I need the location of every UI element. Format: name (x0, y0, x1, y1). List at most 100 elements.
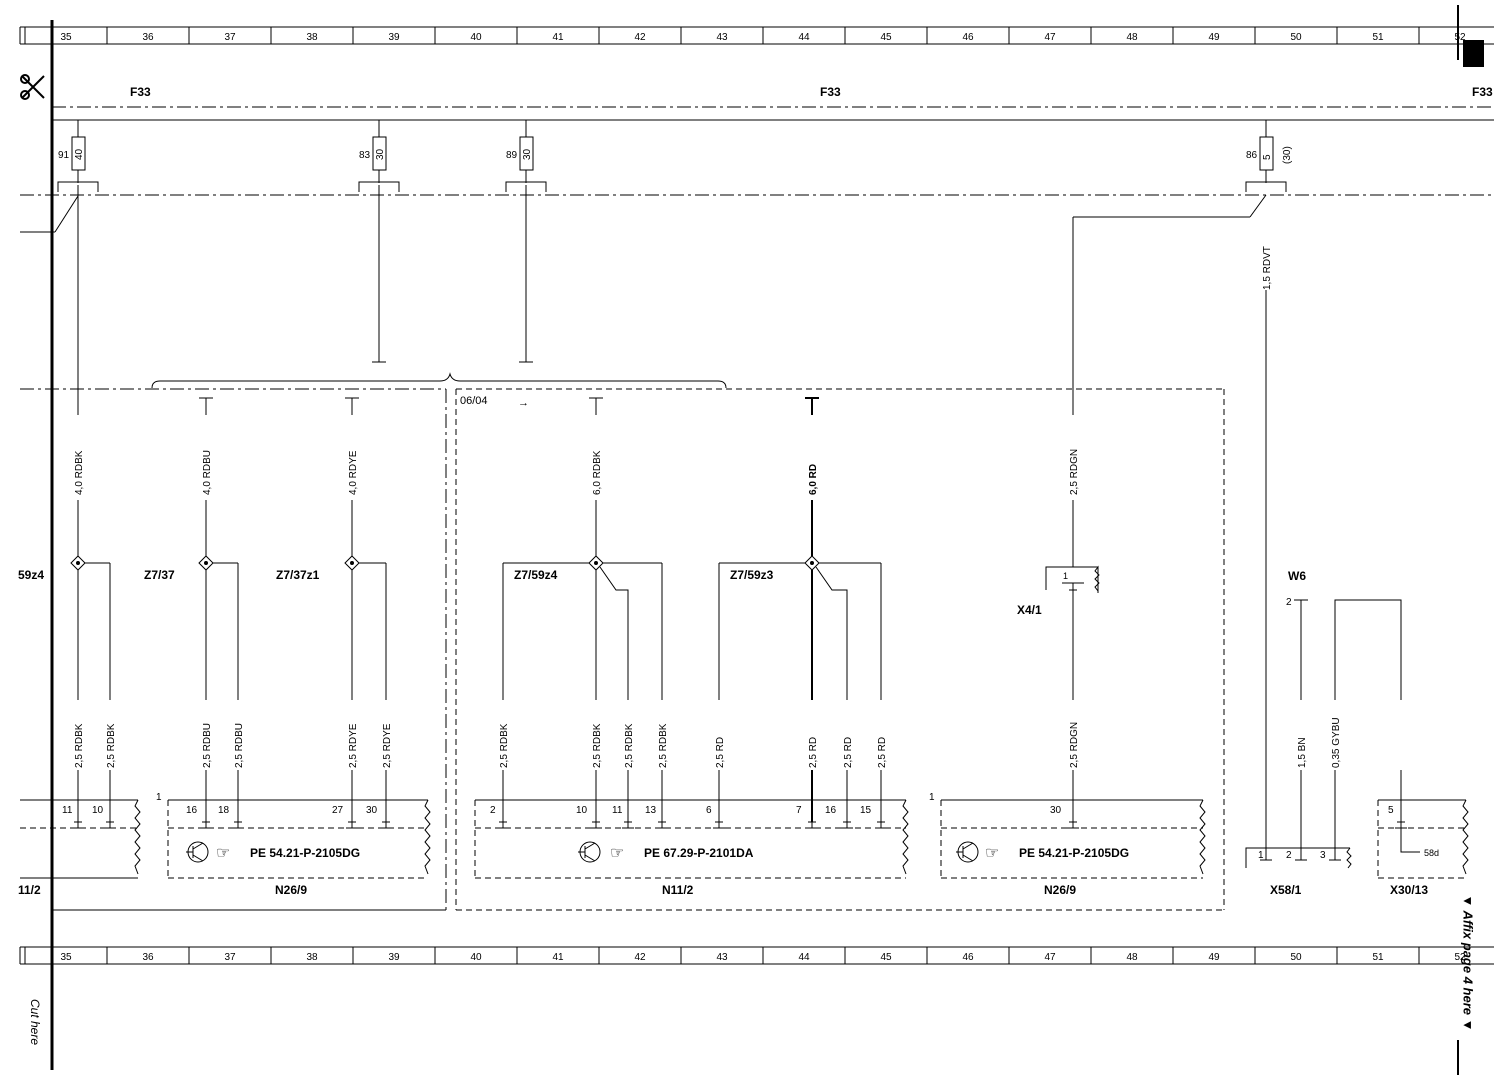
ruler-bottom-45: 45 (880, 952, 892, 963)
connector-x58-label: X58/1 (1270, 883, 1302, 897)
ruler-bottom-52: 52 (1454, 952, 1466, 963)
wire-label-lower: 2,5 RDBK (658, 723, 669, 768)
ruler-bottom-44: 44 (798, 952, 810, 963)
fuse-number: 83 (359, 150, 371, 161)
ruler-bottom-37: 37 (224, 952, 236, 963)
ruler-top-50: 50 (1290, 32, 1302, 43)
ruler-bottom-43: 43 (716, 952, 728, 963)
splice-z7-37 (198, 555, 239, 700)
splice-59z4 (70, 555, 111, 700)
ruler-top-52: 52 (1454, 32, 1466, 43)
wire-label-lower: 0,35 GYBU (1331, 717, 1342, 768)
component-name: N26/9 (1044, 883, 1076, 897)
w6-label: W6 (1288, 569, 1306, 583)
ruler-bottom-35: 35 (60, 952, 72, 963)
ruler-top-47: 47 (1044, 32, 1056, 43)
ruler-top-38: 38 (306, 32, 318, 43)
component-ref: PE 54.21-P-2105DG (1019, 846, 1129, 860)
ruler-bottom-41: 41 (552, 952, 564, 963)
box-mark: 1 (156, 792, 162, 803)
wire-label-lower: 2,5 RDYE (348, 723, 359, 768)
pin-number: 10 (576, 805, 588, 816)
pin-number: 15 (860, 805, 872, 816)
component-name: N11/2 (662, 883, 694, 897)
splice-label: Z7/59z4 (514, 568, 558, 582)
pin-number: 2 (1286, 850, 1292, 861)
wire-label-lower: 2,5 RDBK (74, 723, 85, 768)
pin-number: 5 (1388, 805, 1394, 816)
fuse-number: 89 (506, 150, 518, 161)
cut-here-label: Cut here (28, 998, 43, 1046)
wire-label-lower: 2,5 RDGN (1069, 722, 1080, 768)
ruler-bottom-48: 48 (1126, 952, 1138, 963)
wire-label-lower: 2,5 RDBK (499, 723, 510, 768)
wire-label-upper: 1,5 RDVT (1262, 246, 1273, 290)
wire-label-lower: 2,5 RD (808, 737, 819, 768)
fuse-extra: (30) (1282, 146, 1293, 164)
bus-label-mid: F33 (820, 85, 841, 99)
splice-z7-59z4 (502, 555, 663, 700)
wire-label-lower: 2,5 RDBK (624, 723, 635, 768)
fuse-rating: 40 (74, 148, 85, 160)
wire-label-lower: 2,5 RDBU (202, 723, 213, 768)
pin-number: 6 (706, 805, 712, 816)
fuse-number: 91 (58, 150, 70, 161)
ruler-top-36: 36 (142, 32, 154, 43)
connector-x4-1 (1045, 565, 1100, 700)
splice-label: Z7/59z3 (730, 568, 774, 582)
component-name: N26/9 (275, 883, 307, 897)
wire-label-upper: 6,0 RDBK (592, 450, 603, 495)
box-mark: 1 (929, 792, 935, 803)
wire-label-lower: 2,5 RDBK (592, 723, 603, 768)
component-box-left-partial (20, 799, 141, 879)
connector-x58-1 (1245, 847, 1352, 869)
ruler-top-44: 44 (798, 32, 810, 43)
wire-label-lower: 2,5 RDYE (382, 723, 393, 768)
component-left-partial: 11/2 (18, 883, 41, 897)
ruler-bottom-39: 39 (388, 952, 400, 963)
ruler-bottom-38: 38 (306, 952, 318, 963)
pin-number: 13 (645, 805, 657, 816)
splice-label: Z7/37 (144, 568, 175, 582)
connector-x30-pin: 58d (1424, 848, 1439, 858)
reference-icon: ☞ (985, 845, 999, 862)
splice-z7-59z3 (718, 555, 882, 700)
fuse-83 (358, 120, 400, 363)
wire-label-upper: 4,0 RDBU (202, 450, 213, 495)
pin-number: 3 (1320, 850, 1326, 861)
pin-number: 7 (796, 805, 802, 816)
fuse-rating: 30 (375, 148, 386, 160)
fuse-rating: 30 (522, 148, 533, 160)
pin-number: 10 (92, 805, 104, 816)
ruler-top-35: 35 (60, 32, 72, 43)
ruler-top-43: 43 (716, 32, 728, 43)
wire-label-upper: 4,0 RDYE (348, 450, 359, 495)
reference-icon: ☞ (216, 845, 230, 862)
version-label: 06/04 (460, 395, 488, 407)
ruler-bottom-51: 51 (1372, 952, 1384, 963)
pin-number: 27 (332, 805, 344, 816)
version-arrow: → (518, 397, 529, 409)
splice-label: 59z4 (18, 568, 44, 582)
wire-label-lower: 2,5 RDBK (106, 723, 117, 768)
wire-label-lower: 2,5 RDBU (234, 723, 245, 768)
splice-label: Z7/37z1 (276, 568, 320, 582)
bus-label-right: F33 (1472, 85, 1493, 99)
ruler-top-45: 45 (880, 32, 892, 43)
pin-number: 30 (1050, 805, 1062, 816)
wire-label-lower: 2,5 RD (715, 737, 726, 768)
ruler-top-49: 49 (1208, 32, 1220, 43)
ruler-top-41: 41 (552, 32, 564, 43)
ruler-top-37: 37 (224, 32, 236, 43)
affix-page-label: ▼ Affix page 4 here ▼ (1460, 894, 1476, 1032)
component-box-n26-9-left (167, 799, 431, 879)
ruler-bottom-49: 49 (1208, 952, 1220, 963)
fuse-number: 86 (1246, 150, 1258, 161)
pin-number: 1 (1258, 850, 1264, 861)
component-ref: PE 54.21-P-2105DG (250, 846, 360, 860)
fuse-89 (505, 120, 547, 363)
connector-x30-label: X30/13 (1390, 883, 1428, 897)
fuse-91 (57, 120, 99, 415)
pin-number: 11 (62, 805, 73, 816)
ruler-bottom-42: 42 (634, 952, 646, 963)
